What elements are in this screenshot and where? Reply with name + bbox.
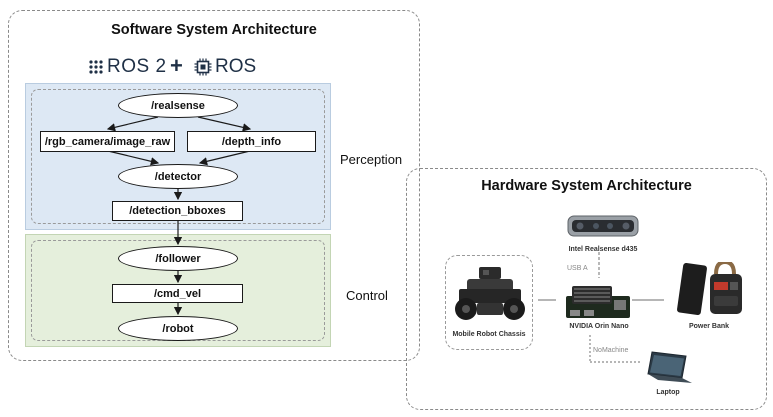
- software-architecture-panel: [8, 10, 420, 361]
- ros2-dots-icon: [89, 60, 103, 74]
- node-cmd-vel: /cmd_vel: [112, 284, 243, 303]
- ros2-logo-text: ROS 2: [107, 56, 167, 77]
- ros-logo-text: ROS: [215, 56, 257, 77]
- node-realsense: /realsense: [118, 93, 238, 118]
- hardware-title: Hardware System Architecture: [481, 178, 692, 194]
- software-title: Software System Architecture: [111, 22, 317, 38]
- chassis-box: [445, 255, 533, 350]
- control-label: Control: [346, 288, 388, 303]
- arrow-depth-detector: [198, 150, 251, 166]
- logo-plus: +: [170, 53, 183, 78]
- ros2-logo: ROS 2: [88, 56, 167, 78]
- node-follower: /follower: [118, 246, 238, 271]
- node-rgb-camera: /rgb_camera/image_raw: [40, 131, 175, 152]
- power-bank-caption: Power Bank: [688, 323, 730, 330]
- node-detection-bboxes: /detection_bboxes: [112, 201, 243, 221]
- mobile-robot-chassis-icon: [455, 267, 525, 320]
- node-detector: /detector: [118, 164, 238, 189]
- usb-link-label: USB A: [567, 265, 588, 272]
- orin-caption: NVIDIA Orin Nano: [569, 323, 629, 330]
- ros-chip-icon: [194, 58, 212, 76]
- arrow-rgb-detector: [107, 150, 160, 166]
- arrow-realsense-rgb: [106, 116, 159, 132]
- nomachine-link-label: NoMachine: [593, 347, 629, 354]
- laptop-icon: [647, 351, 692, 383]
- hardware-architecture-panel: [406, 168, 767, 410]
- perception-label: Perception: [340, 152, 403, 167]
- nvidia-orin-nano-icon: [566, 286, 630, 318]
- chassis-caption: Mobile Robot Chassis: [452, 331, 526, 338]
- power-bank-icon: [677, 262, 742, 316]
- camera-caption: Intel Realsense d435: [568, 246, 638, 253]
- node-depth-info: /depth_info: [187, 131, 316, 152]
- laptop-caption: Laptop: [656, 389, 680, 396]
- ros-logo: ROS: [194, 56, 256, 78]
- realsense-camera-icon: [567, 215, 639, 237]
- arrow-realsense-depth: [197, 116, 252, 132]
- node-robot: /robot: [118, 316, 238, 341]
